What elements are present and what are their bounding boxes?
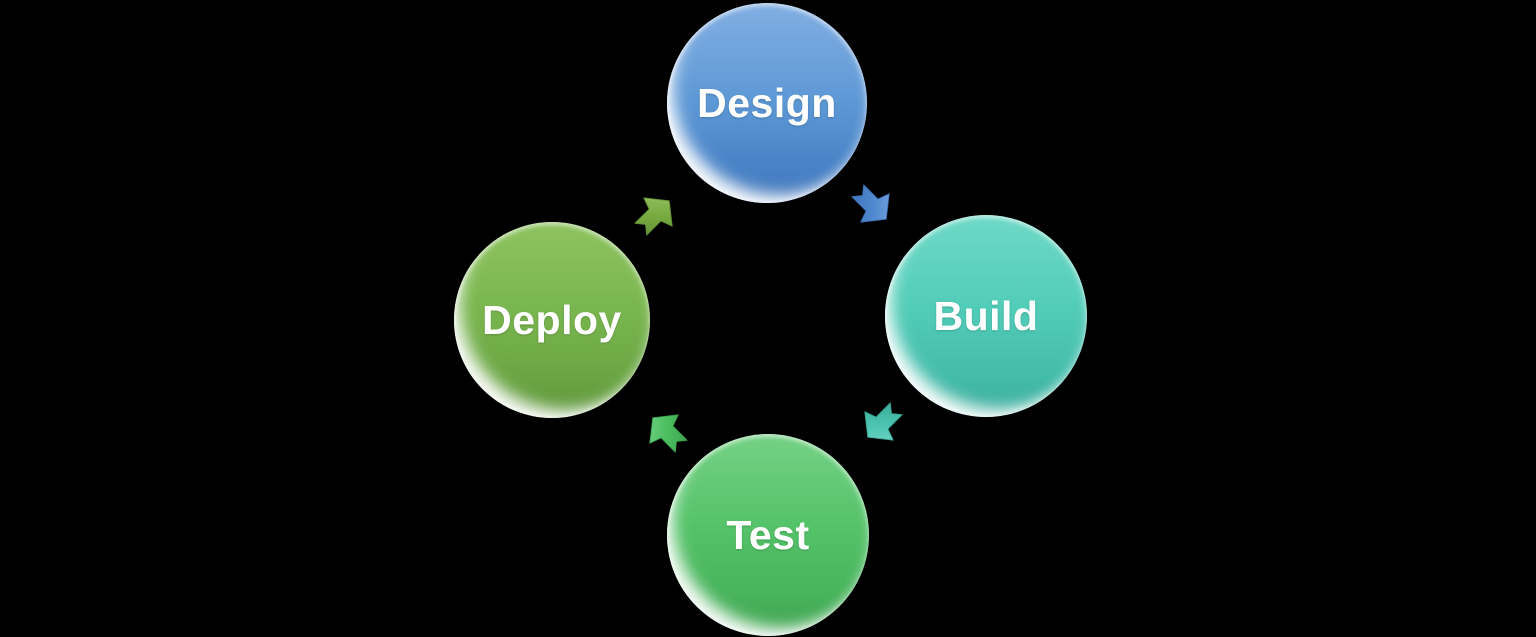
node-design: Design — [667, 3, 867, 203]
node-test-label: Test — [726, 511, 810, 558]
arrow-build-to-test-icon — [852, 393, 913, 454]
arrow-deploy-to-design-icon — [625, 185, 686, 246]
node-test: Test — [667, 434, 869, 636]
node-build: Build — [885, 215, 1087, 417]
node-design-label: Design — [697, 79, 837, 126]
node-deploy-label: Deploy — [482, 296, 622, 343]
node-build-label: Build — [933, 292, 1039, 339]
node-deploy: Deploy — [454, 222, 650, 418]
arrow-design-to-build-icon — [842, 175, 903, 236]
arrow-test-to-deploy-icon — [637, 402, 698, 463]
